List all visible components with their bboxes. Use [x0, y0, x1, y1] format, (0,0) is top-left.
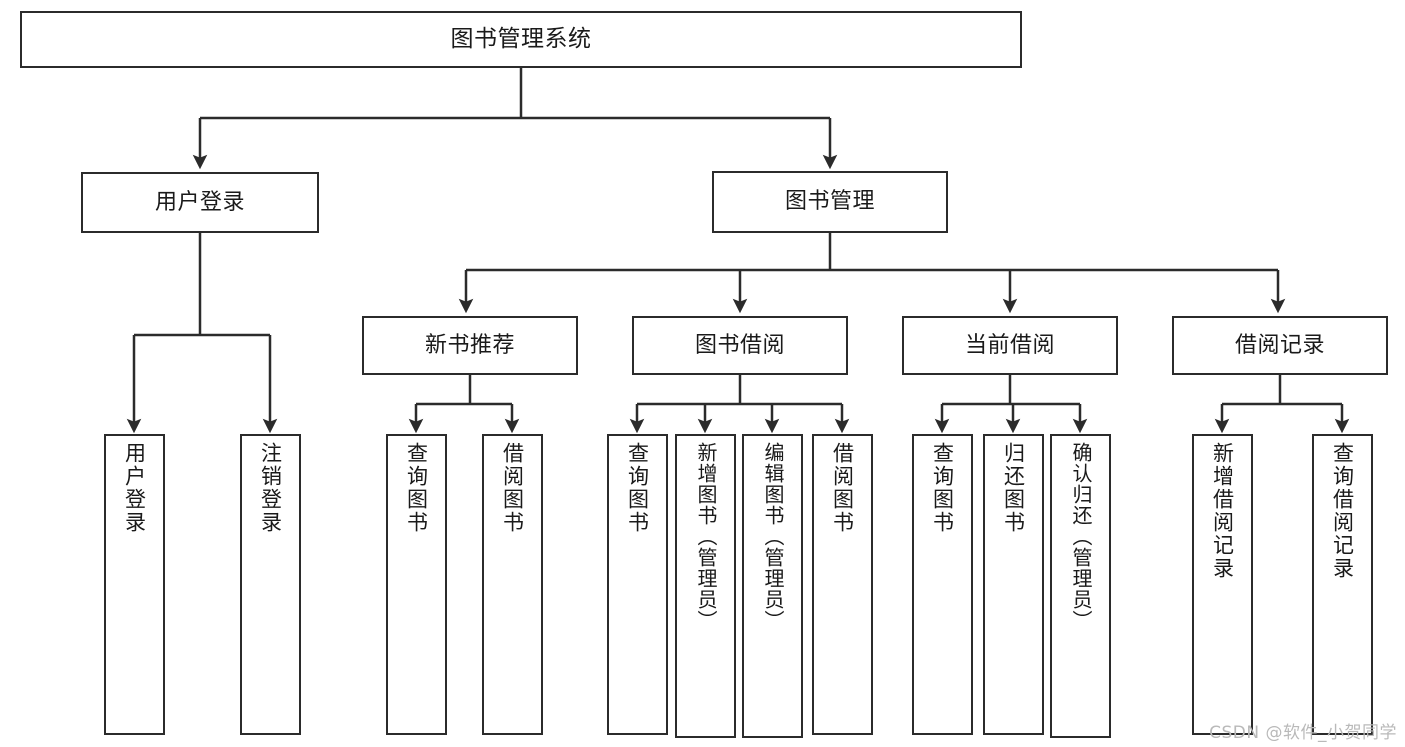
leaf-borrow-add-book-admin[interactable]: 新增图书（管理员）: [675, 434, 736, 738]
node-label: 借阅图书: [500, 442, 525, 534]
node-label: 图书管理: [784, 189, 875, 215]
node-label: 新增借阅记录: [1210, 442, 1235, 580]
leaf-current-return-book[interactable]: 归还图书: [983, 434, 1044, 735]
node-label: 新书推荐: [424, 332, 515, 358]
node-label: 确认归还（管理员）: [1069, 442, 1093, 631]
node-borrow-record[interactable]: 借阅记录: [1172, 316, 1388, 375]
node-label: 图书借阅: [694, 332, 785, 358]
leaf-new-book-borrow[interactable]: 借阅图书: [482, 434, 543, 735]
node-label: 借阅图书: [830, 442, 855, 534]
node-root-system[interactable]: 图书管理系统: [20, 11, 1022, 68]
node-label: 查询图书: [930, 442, 955, 534]
node-label: 用户登录: [154, 189, 245, 215]
leaf-borrow-borrow-book[interactable]: 借阅图书: [812, 434, 873, 735]
leaf-user-login-signout[interactable]: 注销登录: [240, 434, 301, 735]
leaf-new-book-query[interactable]: 查询图书: [386, 434, 447, 735]
leaf-current-confirm-return-admin[interactable]: 确认归还（管理员）: [1050, 434, 1111, 738]
leaf-record-query[interactable]: 查询借阅记录: [1312, 434, 1373, 735]
node-label: 查询图书: [625, 442, 650, 534]
watermark: CSDN @软件_小贺同学: [1209, 723, 1397, 743]
leaf-user-login-signin[interactable]: 用户登录: [104, 434, 165, 735]
leaf-borrow-edit-book-admin[interactable]: 编辑图书（管理员）: [742, 434, 803, 738]
node-label: 编辑图书（管理员）: [761, 442, 785, 631]
node-label: 图书管理系统: [450, 25, 592, 52]
node-label: 用户登录: [122, 442, 147, 534]
node-label: 查询借阅记录: [1330, 442, 1355, 580]
node-current-borrow[interactable]: 当前借阅: [902, 316, 1118, 375]
node-label: 当前借阅: [964, 332, 1055, 358]
node-label: 查询图书: [404, 442, 429, 534]
leaf-record-add[interactable]: 新增借阅记录: [1192, 434, 1253, 735]
node-book-management[interactable]: 图书管理: [712, 171, 948, 233]
node-label: 归还图书: [1001, 442, 1026, 534]
node-new-book-recommend[interactable]: 新书推荐: [362, 316, 578, 375]
leaf-borrow-query-book[interactable]: 查询图书: [607, 434, 668, 735]
node-label: 新增图书（管理员）: [694, 442, 718, 631]
node-book-borrow[interactable]: 图书借阅: [632, 316, 848, 375]
node-user-login[interactable]: 用户登录: [81, 172, 319, 233]
node-label: 借阅记录: [1234, 332, 1325, 358]
node-label: 注销登录: [258, 442, 283, 534]
leaf-current-query-book[interactable]: 查询图书: [912, 434, 973, 735]
